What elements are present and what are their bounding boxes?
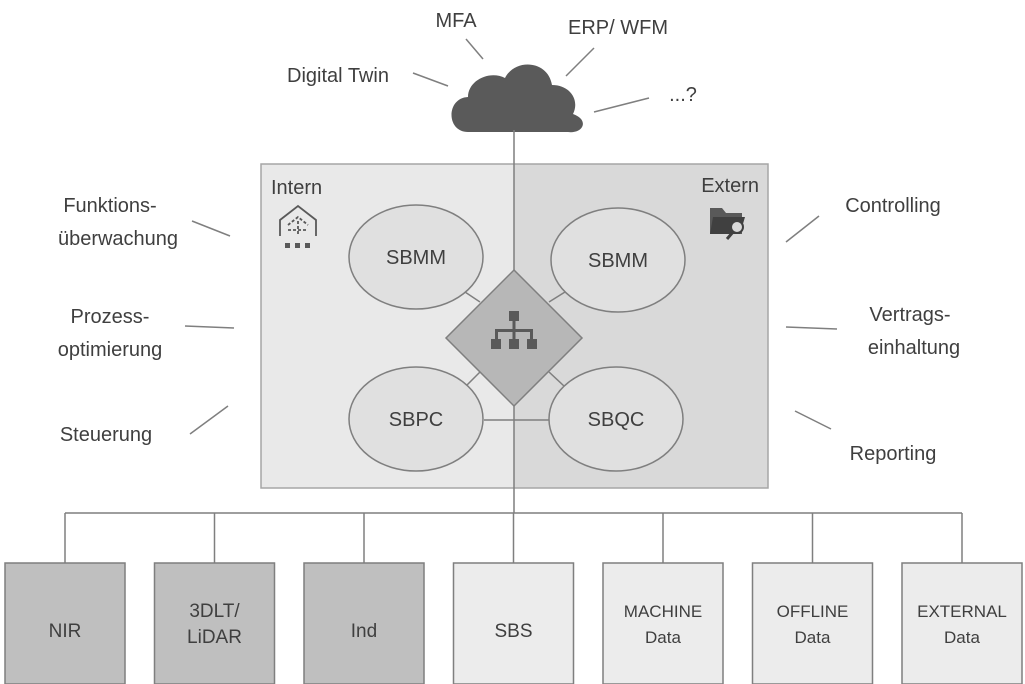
digital-twin-label: Digital Twin — [287, 65, 389, 87]
sbpc-label: SBPC — [389, 409, 443, 431]
sbqc-label: SBQC — [588, 409, 645, 431]
cloud-icon — [451, 64, 583, 133]
sources-group: NIR 3DLT/LiDAR Ind SBS MACHINE Data OFFLINE Dat… — [4, 513, 1023, 684]
source-label-line1: MACHINE — [624, 602, 702, 621]
source-label-line2: Data — [795, 628, 831, 647]
prozessoptimierung-label-2: optimierung — [58, 339, 163, 361]
source-box — [751, 562, 874, 684]
reporting-label: Reporting — [850, 443, 937, 465]
connector-line — [785, 326, 838, 330]
steuerung-label: Steuerung — [60, 424, 152, 446]
funktionsueberwachung-label-2: überwachung — [58, 228, 178, 250]
source-label-line1: EXTERNAL — [917, 602, 1007, 621]
sbmm-intern-node — [348, 204, 484, 310]
source-label-line1: 3DLT/ — [189, 601, 240, 622]
source-box — [303, 562, 425, 684]
connector-line — [191, 220, 231, 237]
source-label-line2: LiDAR — [187, 627, 242, 648]
connector-line — [785, 215, 820, 243]
source-label: NIR — [49, 621, 82, 642]
connector-line — [548, 291, 566, 303]
connector-line — [565, 47, 595, 77]
source-box — [901, 562, 1023, 684]
folder-search-icon — [710, 208, 745, 240]
connector-line — [794, 410, 832, 430]
source-box — [153, 562, 276, 684]
sbmm-extern-label: SBMM — [588, 250, 648, 272]
intern-label: Intern — [271, 177, 322, 199]
connector-line — [593, 97, 650, 113]
prozessoptimierung-label-1: Prozess- — [71, 306, 150, 328]
connector-line — [548, 371, 565, 387]
hierarchy-icon — [491, 311, 537, 349]
source-label: SBS — [494, 621, 532, 642]
controlling-label: Controlling — [845, 195, 941, 217]
connector-line — [464, 291, 481, 303]
connector-line — [412, 72, 449, 87]
source-label-line2: Data — [944, 628, 980, 647]
connector-line — [465, 371, 481, 387]
vertragseinhaltung-label-1: Vertrags- — [869, 304, 950, 326]
sbqc-node — [548, 366, 684, 472]
erp-wfm-label: ERP/ WFM — [568, 17, 668, 39]
connector-line — [184, 325, 235, 329]
sbpc-node — [348, 366, 484, 472]
source-label-line1: OFFLINE — [777, 602, 849, 621]
more-label: ...? — [669, 84, 697, 106]
funktionsueberwachung-label-1: Funktions- — [63, 195, 156, 217]
sbmm-intern-label: SBMM — [386, 247, 446, 269]
connector-line — [189, 405, 229, 435]
source-box — [602, 562, 724, 684]
sbmm-extern-node — [550, 207, 686, 313]
house-network-icon — [279, 204, 317, 248]
source-box — [4, 562, 126, 684]
vertragseinhaltung-label-2: einhaltung — [868, 337, 960, 359]
connector-line — [465, 38, 484, 60]
extern-label: Extern — [701, 175, 759, 197]
mfa-label: MFA — [435, 10, 477, 32]
source-label: Ind — [351, 621, 377, 642]
source-label-line2: Data — [645, 628, 681, 647]
source-box — [452, 562, 575, 684]
